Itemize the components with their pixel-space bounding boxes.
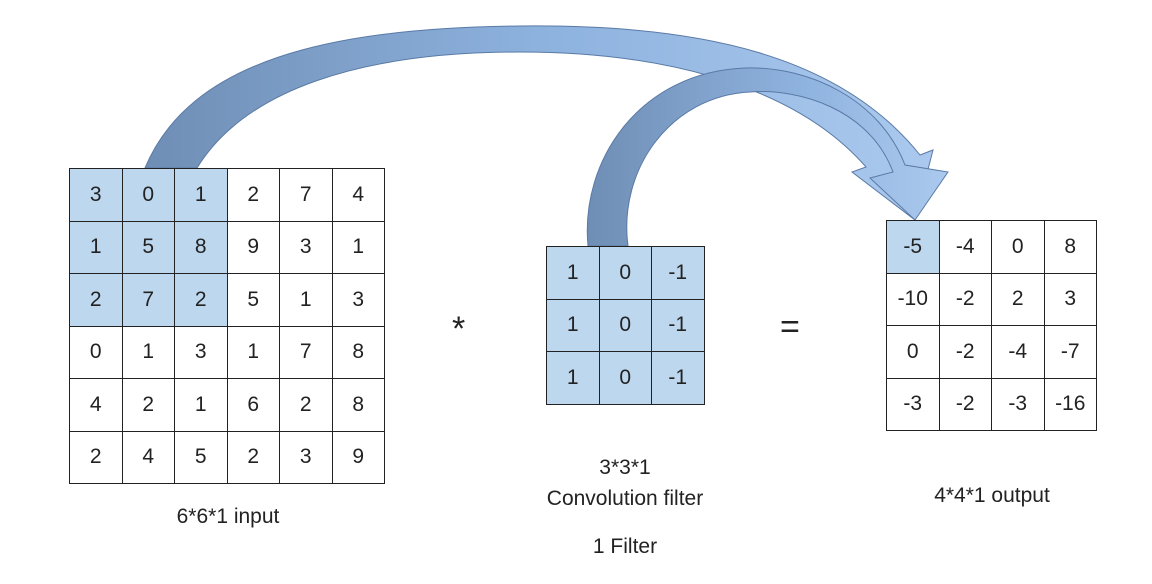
output-label: 4*4*1 output xyxy=(934,484,1050,507)
output-cell: -3 xyxy=(992,378,1045,431)
input-cell: 3 xyxy=(70,169,123,222)
filter-cell: 0 xyxy=(599,247,652,300)
filter-cell: -1 xyxy=(652,352,705,405)
output-cell: -2 xyxy=(939,378,992,431)
output-cell: -4 xyxy=(992,326,1045,379)
input-cell: 9 xyxy=(227,221,280,274)
input-cell: 4 xyxy=(70,379,123,432)
output-cell: -4 xyxy=(939,221,992,274)
input-cell: 1 xyxy=(175,379,228,432)
filter-cell: -1 xyxy=(652,299,705,352)
input-cell: 8 xyxy=(175,221,228,274)
input-cell: 1 xyxy=(70,221,123,274)
input-cell: 7 xyxy=(280,169,333,222)
input-cell: 5 xyxy=(175,431,228,484)
filter-cell: -1 xyxy=(652,247,705,300)
input-cell: 8 xyxy=(332,379,385,432)
input-cell: 1 xyxy=(175,169,228,222)
filter-cell: 0 xyxy=(599,352,652,405)
input-cell: 2 xyxy=(175,274,228,327)
output-cell: 8 xyxy=(1044,221,1097,274)
filter-cell: 1 xyxy=(547,247,600,300)
output-cell: -2 xyxy=(939,273,992,326)
input-cell: 3 xyxy=(280,431,333,484)
input-cell: 2 xyxy=(70,431,123,484)
input-cell: 0 xyxy=(70,326,123,379)
output-cell: -7 xyxy=(1044,326,1097,379)
output-cell: 0 xyxy=(887,326,940,379)
input-cell: 5 xyxy=(122,221,175,274)
output-cell: -3 xyxy=(887,378,940,431)
input-cell: 2 xyxy=(227,169,280,222)
filter-name-label: Convolution filter xyxy=(546,487,704,510)
output-cell: 2 xyxy=(992,273,1045,326)
input-cell: 7 xyxy=(122,274,175,327)
input-cell: 2 xyxy=(227,431,280,484)
input-cell: 3 xyxy=(332,274,385,327)
input-cell: 4 xyxy=(122,431,175,484)
input-cell: 2 xyxy=(122,379,175,432)
input-cell: 1 xyxy=(280,274,333,327)
output-cell: -10 xyxy=(887,273,940,326)
input-cell: 5 xyxy=(227,274,280,327)
input-cell: 9 xyxy=(332,431,385,484)
input-cell: 7 xyxy=(280,326,333,379)
filter-cell: 1 xyxy=(547,299,600,352)
output-cell: 0 xyxy=(992,221,1045,274)
input-cell: 3 xyxy=(280,221,333,274)
input-cell: 8 xyxy=(332,326,385,379)
input-cell: 2 xyxy=(70,274,123,327)
output-cell: -2 xyxy=(939,326,992,379)
input-cell: 3 xyxy=(175,326,228,379)
input-label: 6*6*1 input xyxy=(176,505,280,528)
input-cell: 6 xyxy=(227,379,280,432)
filter-to-output-arrow xyxy=(586,67,949,247)
input-cell: 0 xyxy=(122,169,175,222)
filter-dims-label: 3*3*1 xyxy=(599,456,651,479)
input-cell: 1 xyxy=(227,326,280,379)
input-cell: 2 xyxy=(280,379,333,432)
input-cell: 1 xyxy=(122,326,175,379)
input-cell: 4 xyxy=(332,169,385,222)
output-cell: -16 xyxy=(1044,378,1097,431)
multiply-operator: * xyxy=(452,310,466,348)
output-cell: 3 xyxy=(1044,273,1097,326)
filter-cell: 0 xyxy=(599,299,652,352)
input-cell: 1 xyxy=(332,221,385,274)
equals-operator: = xyxy=(780,308,800,346)
output-cell: -5 xyxy=(887,221,940,274)
filter-cell: 1 xyxy=(547,352,600,405)
filter-count-label: 1 Filter xyxy=(592,535,658,558)
